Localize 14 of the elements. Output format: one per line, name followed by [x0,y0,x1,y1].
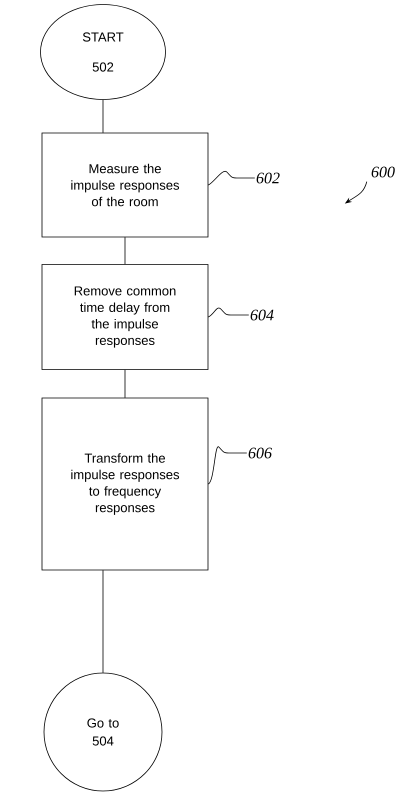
reference-number: 602 [256,172,280,184]
leader-line [208,170,256,186]
process-box: Measure the impulse responses of the room [42,132,208,238]
process-box: Transform the impulse responses to frequency responses [42,398,208,570]
leader-line [208,308,250,318]
connector-line [124,237,126,264]
connector-line [102,570,104,673]
leader-line [208,446,248,484]
process-box: Remove common time delay from the impulse responses [42,264,208,370]
reference-number: 600 [372,166,395,178]
connector-line [102,100,104,134]
reference-number: 606 [248,448,272,458]
reference-number: 604 [250,310,274,320]
connector-line [124,370,126,398]
